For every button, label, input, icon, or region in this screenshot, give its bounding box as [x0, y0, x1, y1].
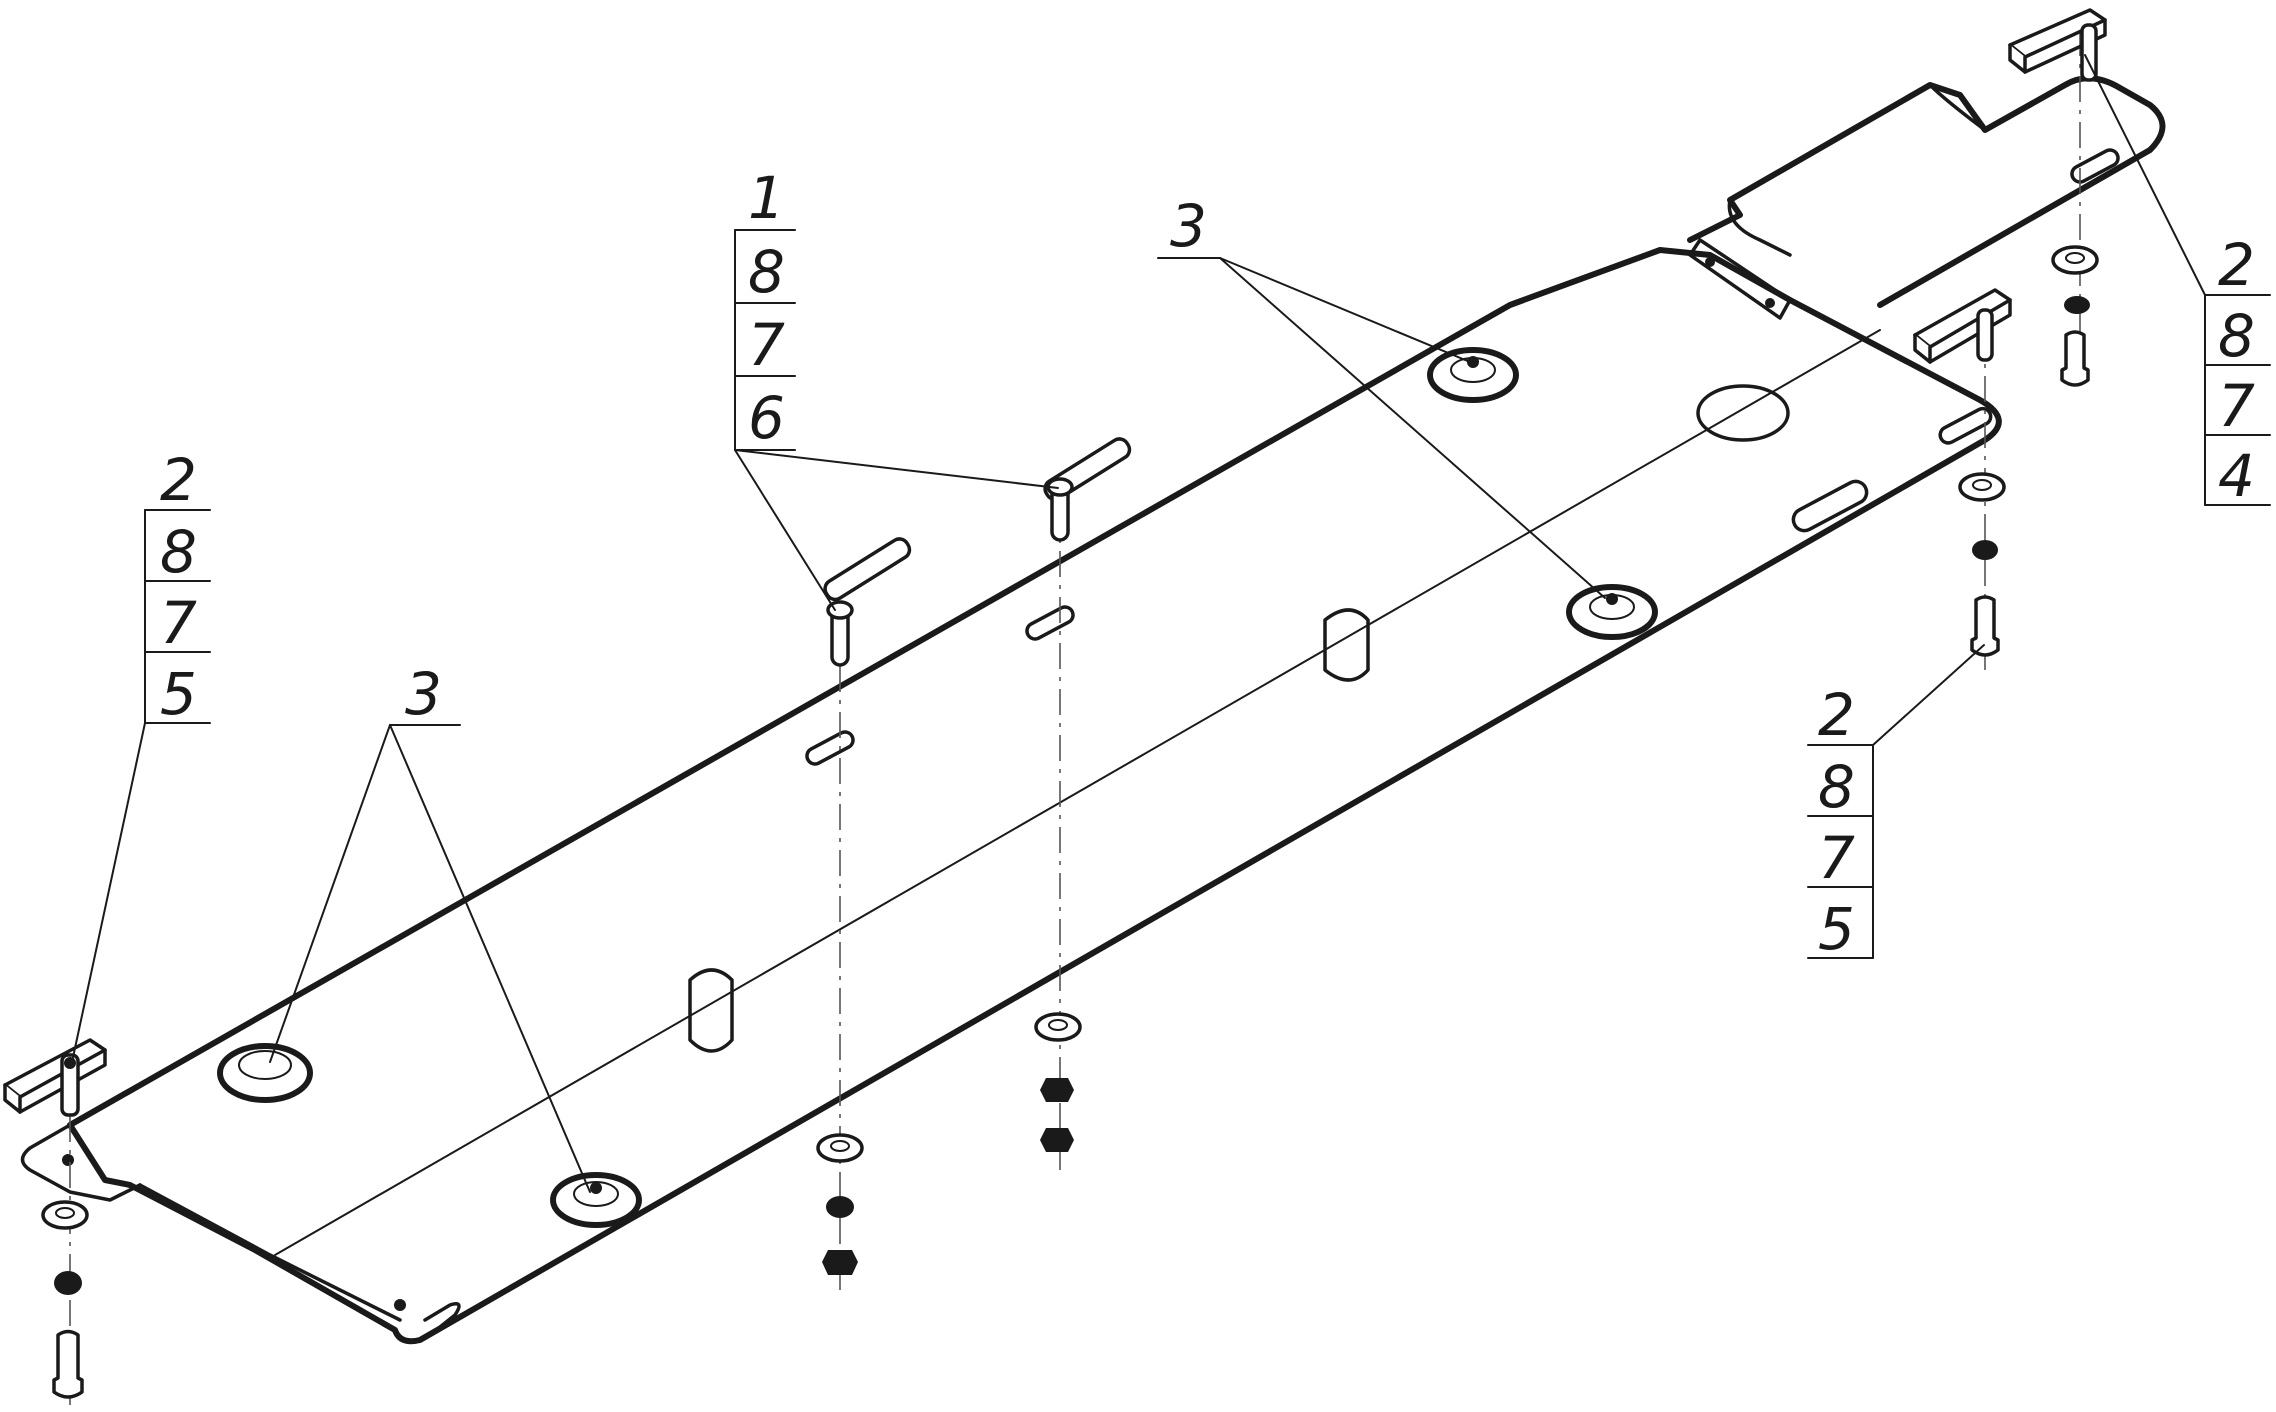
clip-nut-right: [1913, 288, 2012, 364]
plate-front-flange: [20, 1123, 142, 1202]
clip-nut-left: [3, 1038, 107, 1117]
callout-label: 3: [405, 660, 442, 728]
callout-single-right: 3: [1157, 192, 1221, 260]
callout-stack-right: 2 8 7 5: [1807, 681, 1874, 963]
callout-label: 6: [748, 384, 785, 452]
callout-stack-center: 1 8 7 6: [734, 164, 796, 452]
callout-label: 3: [1170, 192, 1207, 260]
plate-round-hole: [1696, 384, 1790, 442]
callout-stack-top-left: 2 8 7 5: [144, 446, 211, 728]
callout-label: 5: [1818, 895, 1855, 963]
plate-side-bracket: [1688, 238, 1792, 320]
callout-label: 2: [160, 446, 197, 514]
callout-label: 2: [2218, 231, 2255, 299]
callout-label: 7: [748, 311, 785, 379]
callout-single-left: 3: [389, 660, 461, 728]
nut-stack-center-left: [816, 1133, 864, 1275]
callout-label: 5: [160, 660, 197, 728]
leader-lines: [71, 54, 2206, 1193]
callout-label: 8: [1818, 753, 1855, 821]
nut-stack-center-right: [1034, 1012, 1082, 1152]
bolt-stack-left: [41, 1200, 89, 1399]
callout-label: 7: [160, 589, 197, 657]
callout-label: 8: [2218, 302, 2255, 370]
callout-label: 2: [1818, 681, 1855, 749]
boss-stud: [217, 1043, 313, 1103]
plate-slots: [805, 148, 2120, 766]
bolt-stack-top-right: [2051, 245, 2099, 387]
clip-nut-center-right: [1043, 437, 1132, 542]
callout-label: 1: [748, 164, 785, 232]
callout-label: 8: [748, 238, 785, 306]
plate-oval-cutouts: [688, 608, 1370, 1053]
callout-label: 8: [160, 518, 197, 586]
clip-nut-top-right: [2008, 8, 2107, 82]
callout-label: 7: [2218, 372, 2255, 440]
clip-nut-center-left: [823, 537, 912, 667]
callout-label: 7: [1818, 824, 1855, 892]
callout-stack-top-right: 2 8 7 4: [2204, 231, 2271, 510]
plate-outline: [67, 247, 2002, 1345]
callout-label: 4: [2218, 442, 2255, 510]
plate-fold-line: [274, 329, 1881, 1256]
boss-stud: [550, 1172, 642, 1228]
boss-stud: [1566, 584, 1658, 640]
boss-stud: [1427, 347, 1519, 403]
plate-rear-tab: [423, 1302, 461, 1337]
boss-studs: [217, 347, 1658, 1228]
plate-rear-raised: [1687, 75, 2166, 308]
bolt-stack-right: [1958, 472, 2006, 657]
